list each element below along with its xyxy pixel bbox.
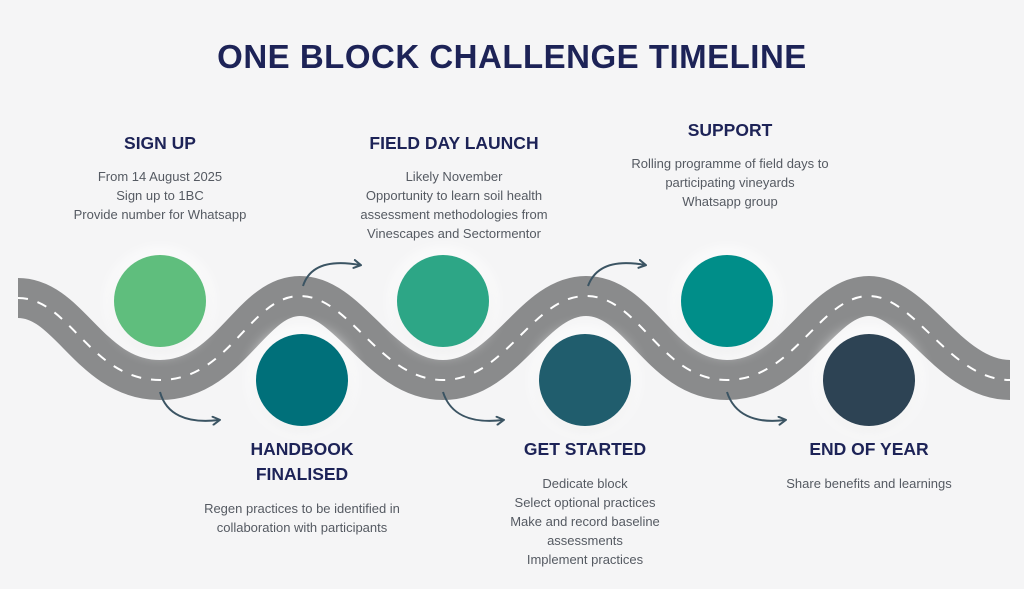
step-description: Rolling programme of field days to parti… bbox=[631, 156, 829, 209]
arrow-icon bbox=[587, 258, 647, 287]
step-marker bbox=[397, 255, 489, 347]
step-title: GET STARTED bbox=[523, 439, 647, 459]
arrow-icon bbox=[302, 259, 362, 287]
step-title: FIELD DAY LAUNCH bbox=[369, 133, 539, 153]
step-marker bbox=[681, 255, 773, 347]
step-description: Regen practices to be identified in coll… bbox=[204, 501, 400, 535]
step-marker bbox=[114, 255, 206, 347]
step-description: Likely November Opportunity to learn soi… bbox=[360, 169, 548, 241]
page-title: ONE BLOCK CHALLENGE TIMELINE bbox=[217, 38, 807, 75]
step-title: END OF YEAR bbox=[809, 439, 929, 459]
step-marker bbox=[539, 334, 631, 426]
step-title: SUPPORT bbox=[687, 120, 773, 140]
step-description: Share benefits and learnings bbox=[786, 476, 952, 491]
arrow-icon bbox=[159, 391, 221, 426]
step-marker bbox=[256, 334, 348, 426]
step-description: From 14 August 2025 Sign up to 1BC Provi… bbox=[73, 169, 247, 222]
step-title: HANDBOOK FINALISED bbox=[250, 439, 354, 484]
step-title: SIGN UP bbox=[124, 133, 196, 153]
arrow-icon bbox=[442, 391, 505, 426]
step-marker bbox=[823, 334, 915, 426]
arrow-icon bbox=[726, 391, 787, 426]
road bbox=[16, 275, 1012, 401]
step-description: Dedicate block Select optional practices… bbox=[510, 476, 660, 567]
